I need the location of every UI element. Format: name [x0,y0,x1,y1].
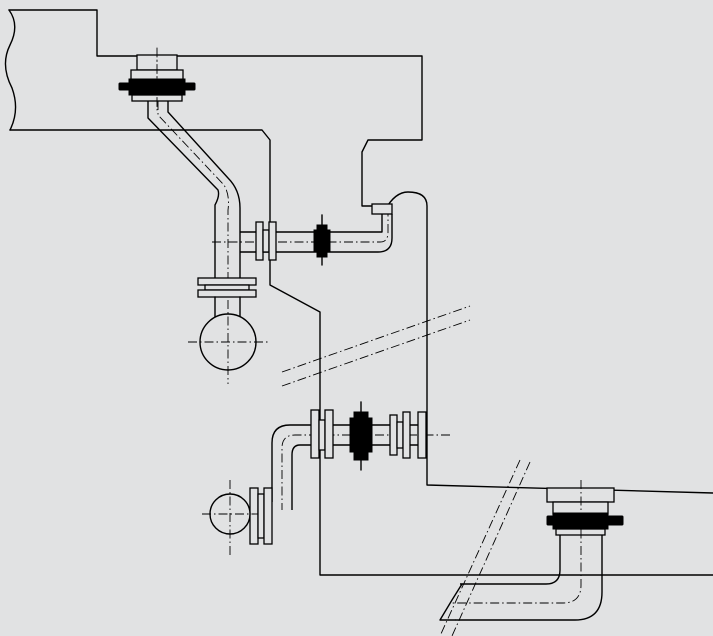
break-lines [281,305,471,387]
lower-pump-flange [249,487,273,545]
solid-valve-upper [313,214,331,266]
upper-tank-outline [4,9,713,576]
right-enclosure-outline [384,191,713,494]
lower-pump [202,480,258,556]
pump-inlet-flange [197,277,257,298]
upper-suction-pipe [147,101,241,290]
upper-tank-nozzle [118,47,196,111]
lower-tank-pipe [450,480,603,621]
lower-wall-flange [310,409,334,459]
lower-right-flange-b [417,411,427,459]
lower-tank-nozzle [546,487,624,536]
lower-right-flange-a [389,411,411,459]
lower-break-outline [439,459,531,636]
upper-pump [188,296,268,384]
upper-flange-pair [255,221,277,261]
solid-valve-middle [349,401,373,471]
upper-horizontal-pipe [212,203,393,253]
